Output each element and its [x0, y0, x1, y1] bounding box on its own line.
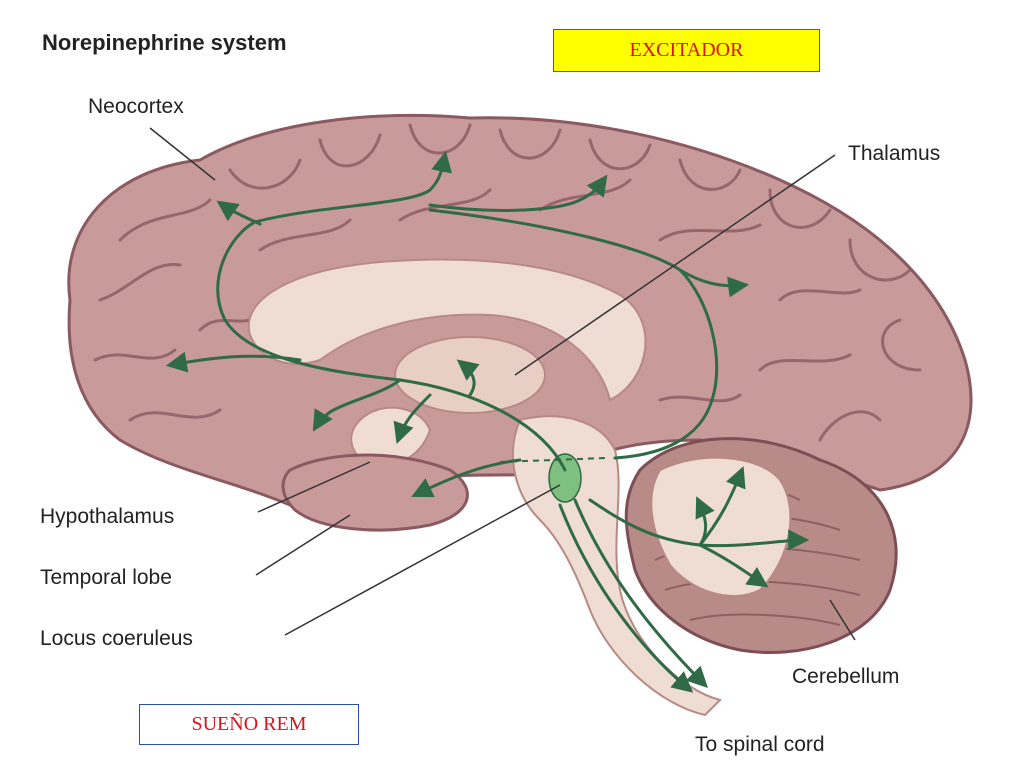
- label-cerebellum: Cerebellum: [792, 665, 900, 688]
- leader-lines: [149, 127, 856, 641]
- sueno-rem-box: SUEÑO REM: [139, 704, 359, 745]
- locus-coeruleus-nucleus: [548, 453, 582, 503]
- label-temporal-lobe: Temporal lobe: [40, 566, 172, 589]
- thalamus-region: [394, 336, 546, 414]
- corpus-callosum: [247, 258, 647, 402]
- norepinephrine-pathways: [165, 150, 810, 693]
- label-thalamus: Thalamus: [848, 142, 941, 165]
- diagram-title: Norepinephrine system: [42, 30, 287, 55]
- label-hypothalamus: Hypothalamus: [40, 505, 175, 528]
- label-spinal-cord: To spinal cord: [695, 733, 825, 756]
- label-neocortex: Neocortex: [88, 95, 184, 118]
- temporal-lobe: [281, 453, 469, 532]
- excitador-box: EXCITADOR: [553, 29, 820, 72]
- label-locus-coeruleus: Locus coeruleus: [40, 627, 193, 650]
